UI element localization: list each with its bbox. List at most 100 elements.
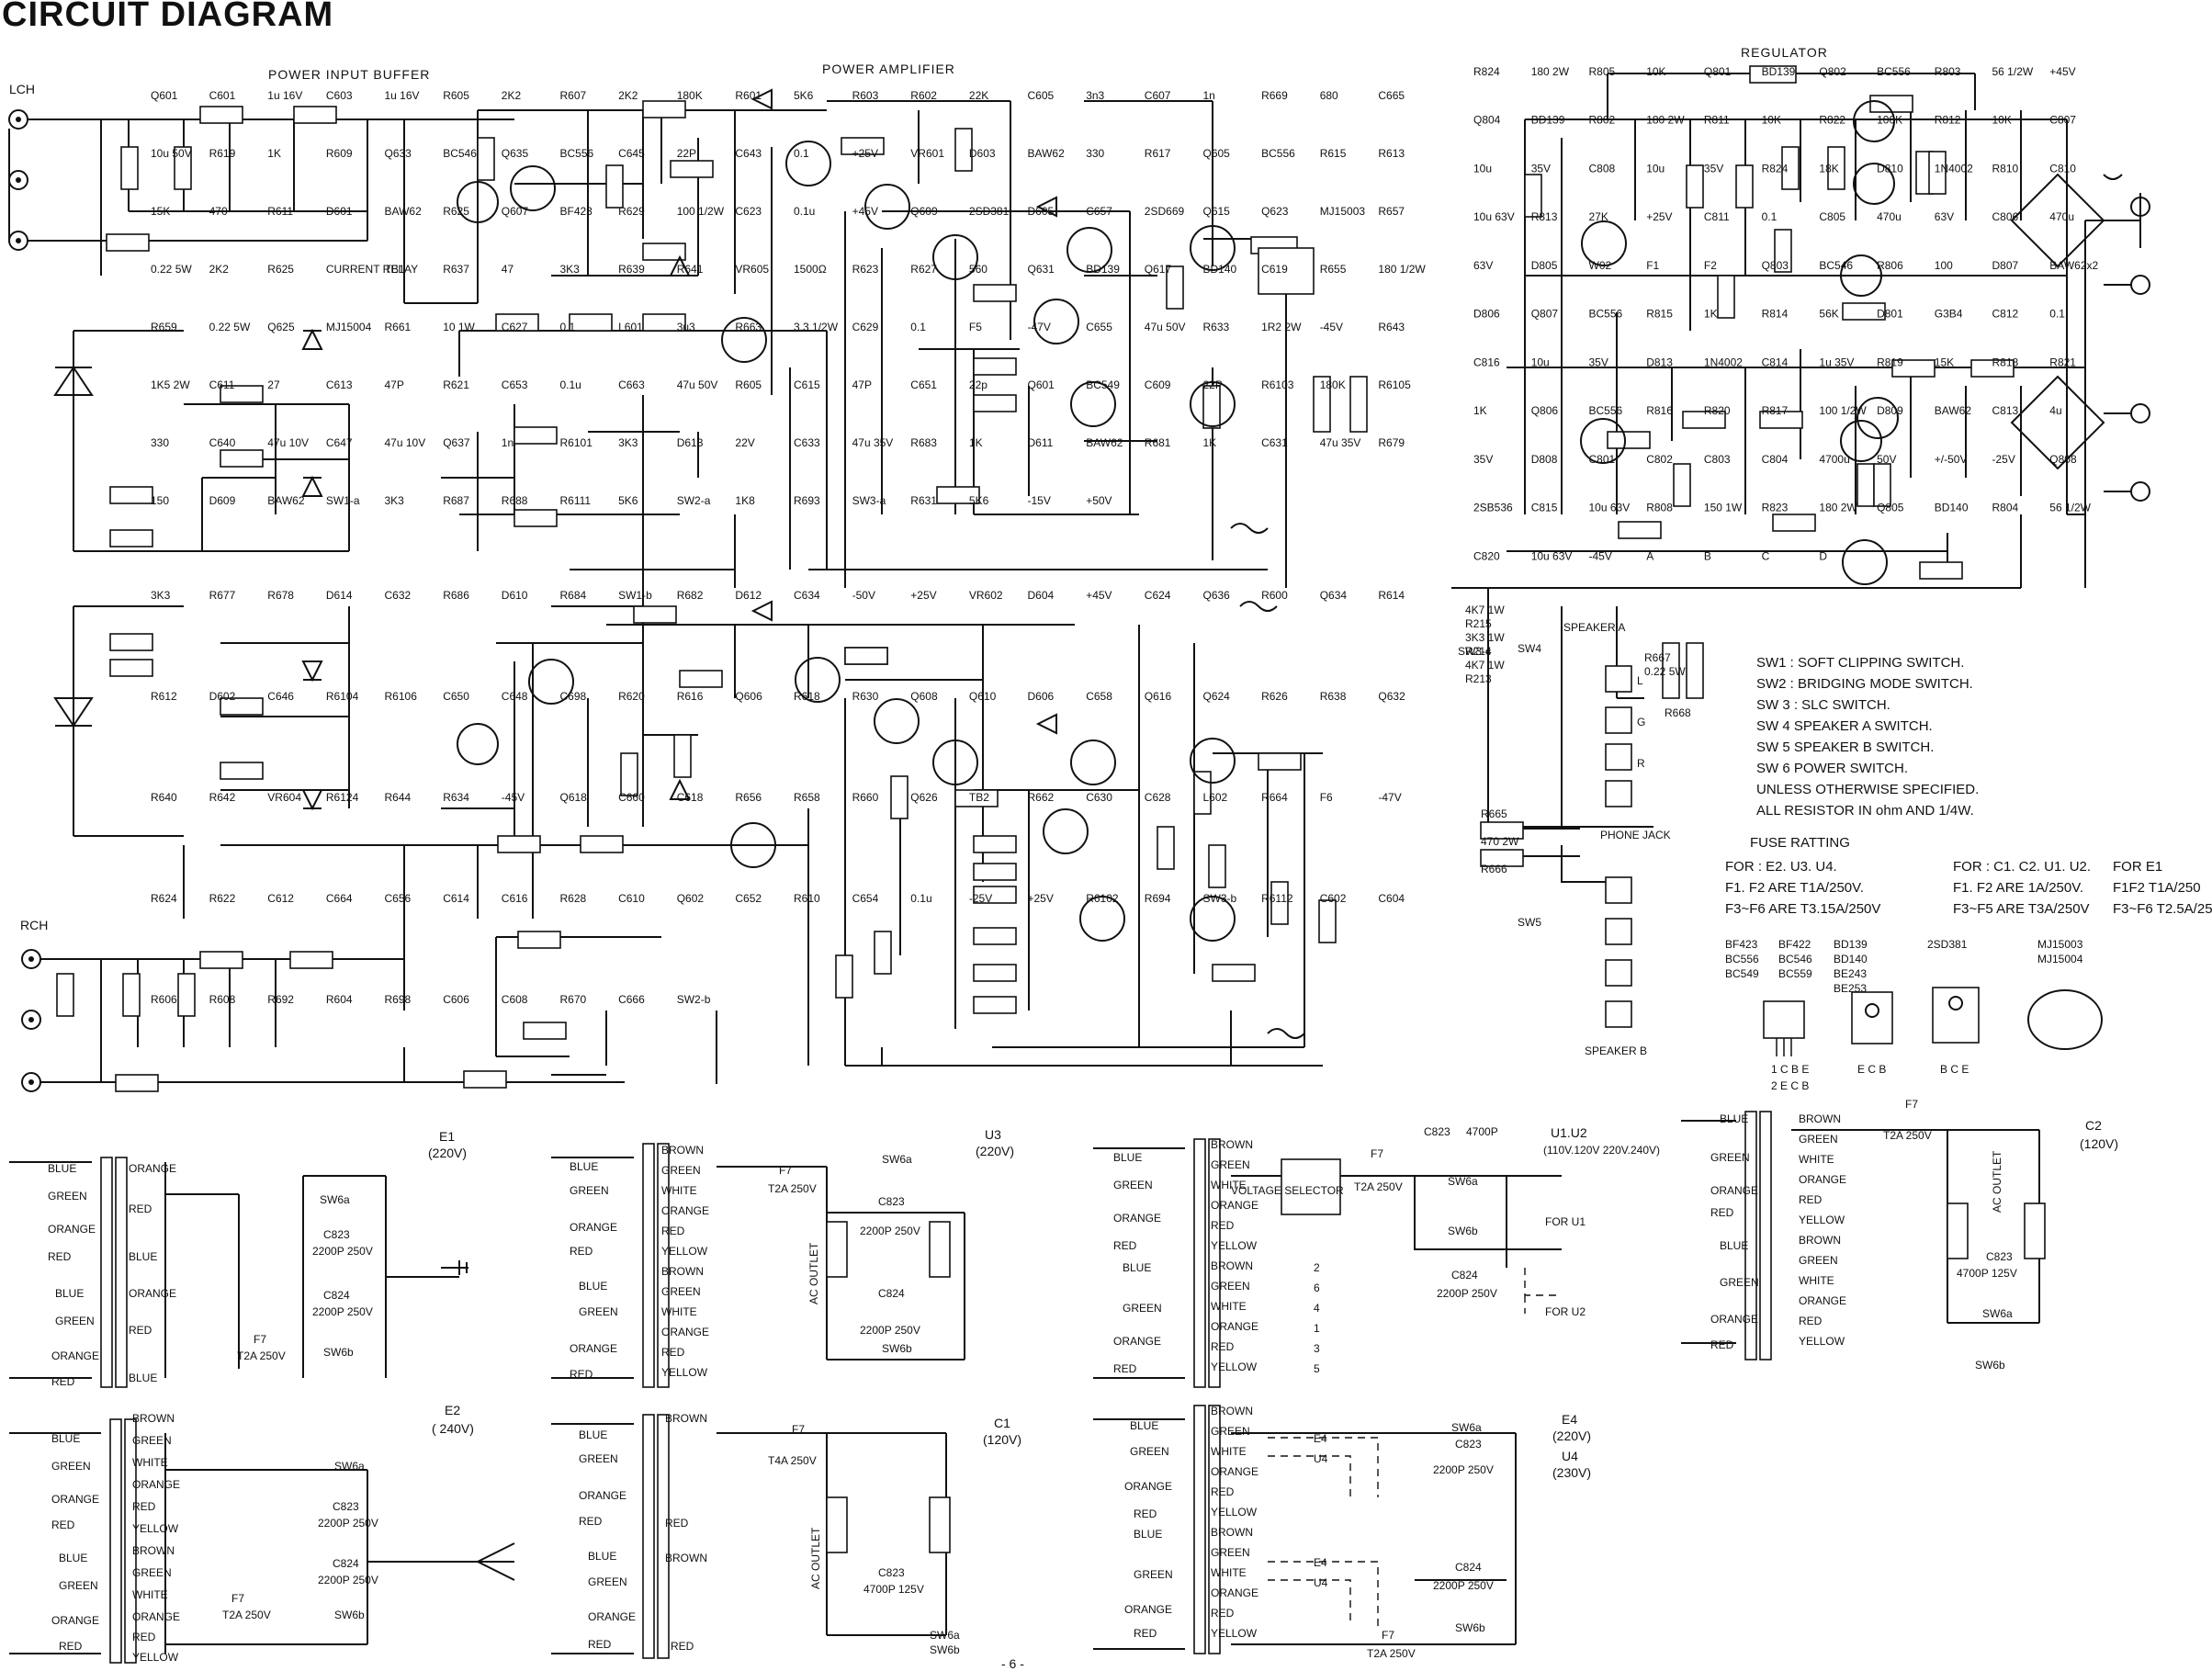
wire-label: BLUE: [570, 1160, 598, 1173]
cap-label: C823: [333, 1500, 359, 1513]
component-designator: BAW62x2: [2049, 259, 2098, 272]
component-designator: 47: [502, 263, 514, 276]
component-designator: R616: [677, 690, 704, 703]
switch-label: SW6a: [1982, 1307, 2013, 1320]
wire-label: GREEN: [1211, 1546, 1250, 1559]
fuse-col3-line: FOR E1: [2113, 859, 2162, 875]
component-designator: Q804: [1473, 114, 1501, 127]
cap-value: 4700P 125V: [863, 1583, 924, 1596]
terminal-label-r: R: [1637, 757, 1645, 770]
fuse-col2-line: FOR : C1. C2. U1. U2.: [1953, 859, 2091, 875]
lch-input: LCH: [8, 82, 101, 251]
plug-label: FOR U2: [1545, 1305, 1586, 1318]
component-designator: D611: [1028, 436, 1054, 449]
component-designator: R605: [443, 89, 469, 102]
component-designator: BD140: [1203, 263, 1237, 276]
transistor-type: BF423: [1725, 938, 1758, 951]
component-designator: MJ15003: [1320, 205, 1366, 218]
component-designator: 100: [1935, 259, 1953, 272]
component-designator: 2K2: [209, 263, 230, 276]
transformer-id: U3: [985, 1127, 1001, 1142]
component-designator: BD139: [1086, 263, 1120, 276]
component-designator: A: [1646, 549, 1653, 562]
component-designator: R625: [443, 205, 469, 218]
cap-value: 2200P 250V: [318, 1517, 378, 1530]
component-designator: C811: [1704, 210, 1730, 223]
component-designator: R656: [735, 791, 762, 804]
component-designator: R610: [794, 892, 820, 905]
switch-label: SW6b: [334, 1609, 365, 1621]
wire-label: RED: [1710, 1206, 1734, 1219]
component-designator: 47u 50V: [1145, 321, 1186, 333]
component-designator: R698: [385, 993, 412, 1006]
wire-label: BLUE: [579, 1428, 607, 1441]
fuse-col3-line: F3~F6 T2.5A/250: [2113, 901, 2212, 917]
component-designator: R686: [443, 589, 469, 602]
component-designator: C808: [1589, 163, 1616, 175]
wire-label: RED: [1211, 1340, 1235, 1353]
component-designator: D603: [969, 147, 996, 160]
wire-label: ORANGE: [1124, 1603, 1172, 1616]
component-designator: SW1-b: [618, 589, 652, 602]
component-designator: R606: [151, 993, 177, 1006]
component-designator: -45V: [1320, 321, 1343, 333]
component-designator: R6124: [326, 791, 359, 804]
wire-label: ORANGE: [1124, 1480, 1172, 1493]
component-designator: 18K: [1819, 163, 1838, 175]
component-designator: 50V: [1877, 453, 1896, 466]
wire-label: RED: [1113, 1362, 1137, 1375]
component-designator: C609: [1145, 378, 1171, 391]
component-designator: C640: [209, 436, 236, 449]
component-designator: BC549: [1086, 378, 1120, 391]
wire-label: ORANGE: [570, 1221, 617, 1234]
component-designator: R824: [1473, 65, 1500, 78]
component-designator: C806: [1992, 210, 2019, 223]
component-designator: C623: [735, 205, 762, 218]
wire-label: GREEN: [132, 1566, 172, 1579]
component-designator: G3B4: [1935, 308, 1963, 321]
component-designator: 10u 50V: [151, 147, 192, 160]
component-designator: 63V: [1935, 210, 1954, 223]
component-designator: R633: [1203, 321, 1230, 333]
wire-label: BLUE: [55, 1287, 84, 1300]
component-designator: D614: [326, 589, 353, 602]
speaker-b-label: SPEAKER B: [1585, 1044, 1647, 1057]
cap-value: 2200P 250V: [318, 1574, 378, 1586]
wire-label: WHITE: [661, 1305, 697, 1318]
component-designator: Q808: [2049, 453, 2077, 466]
transistor-type: BF422: [1778, 938, 1811, 951]
wire-label: BROWN: [665, 1552, 707, 1564]
transistor-type: BD139: [1834, 938, 1868, 951]
wire-label: ORANGE: [588, 1610, 636, 1623]
component-designator: W02: [1589, 259, 1612, 272]
component-designator: R602: [910, 89, 937, 102]
component-designator: C606: [443, 993, 469, 1006]
component-designator: C619: [1261, 263, 1288, 276]
component-designator: D605: [1028, 205, 1055, 218]
wire-label: GREEN: [588, 1575, 627, 1588]
tap-label: U4: [1314, 1576, 1328, 1589]
component-designator: 2SB536: [1473, 502, 1513, 514]
component-designator: R811: [1704, 114, 1730, 127]
wire-label: BROWN: [1211, 1259, 1253, 1272]
to92-package-icon: [1763, 1000, 1805, 1039]
component-designator: -50V: [852, 589, 875, 602]
wire-label: GREEN: [1211, 1280, 1250, 1293]
component-designator: Q617: [1145, 263, 1172, 276]
component-designator: R607: [560, 89, 587, 102]
component-designator: R617: [1145, 147, 1171, 160]
component-designator: C632: [385, 589, 412, 602]
wire-label: BLUE: [588, 1550, 616, 1563]
component-designator: R6111: [560, 494, 592, 507]
component-designator: Q805: [1877, 502, 1904, 514]
transformer-e2: E2 ( 240V) BLUE GREEN ORANGE RED BLUE GR…: [9, 1403, 515, 1664]
wire-label: ORANGE: [129, 1287, 176, 1300]
transformer-voltage: (120V): [983, 1432, 1021, 1447]
component-designator: R644: [385, 791, 412, 804]
component-designator: SW3-b: [1203, 892, 1237, 905]
wire-label: BROWN: [1211, 1138, 1253, 1151]
component-designator: C698: [560, 690, 587, 703]
component-designator: C602: [1320, 892, 1347, 905]
cap-value: 2200P 250V: [312, 1245, 373, 1258]
